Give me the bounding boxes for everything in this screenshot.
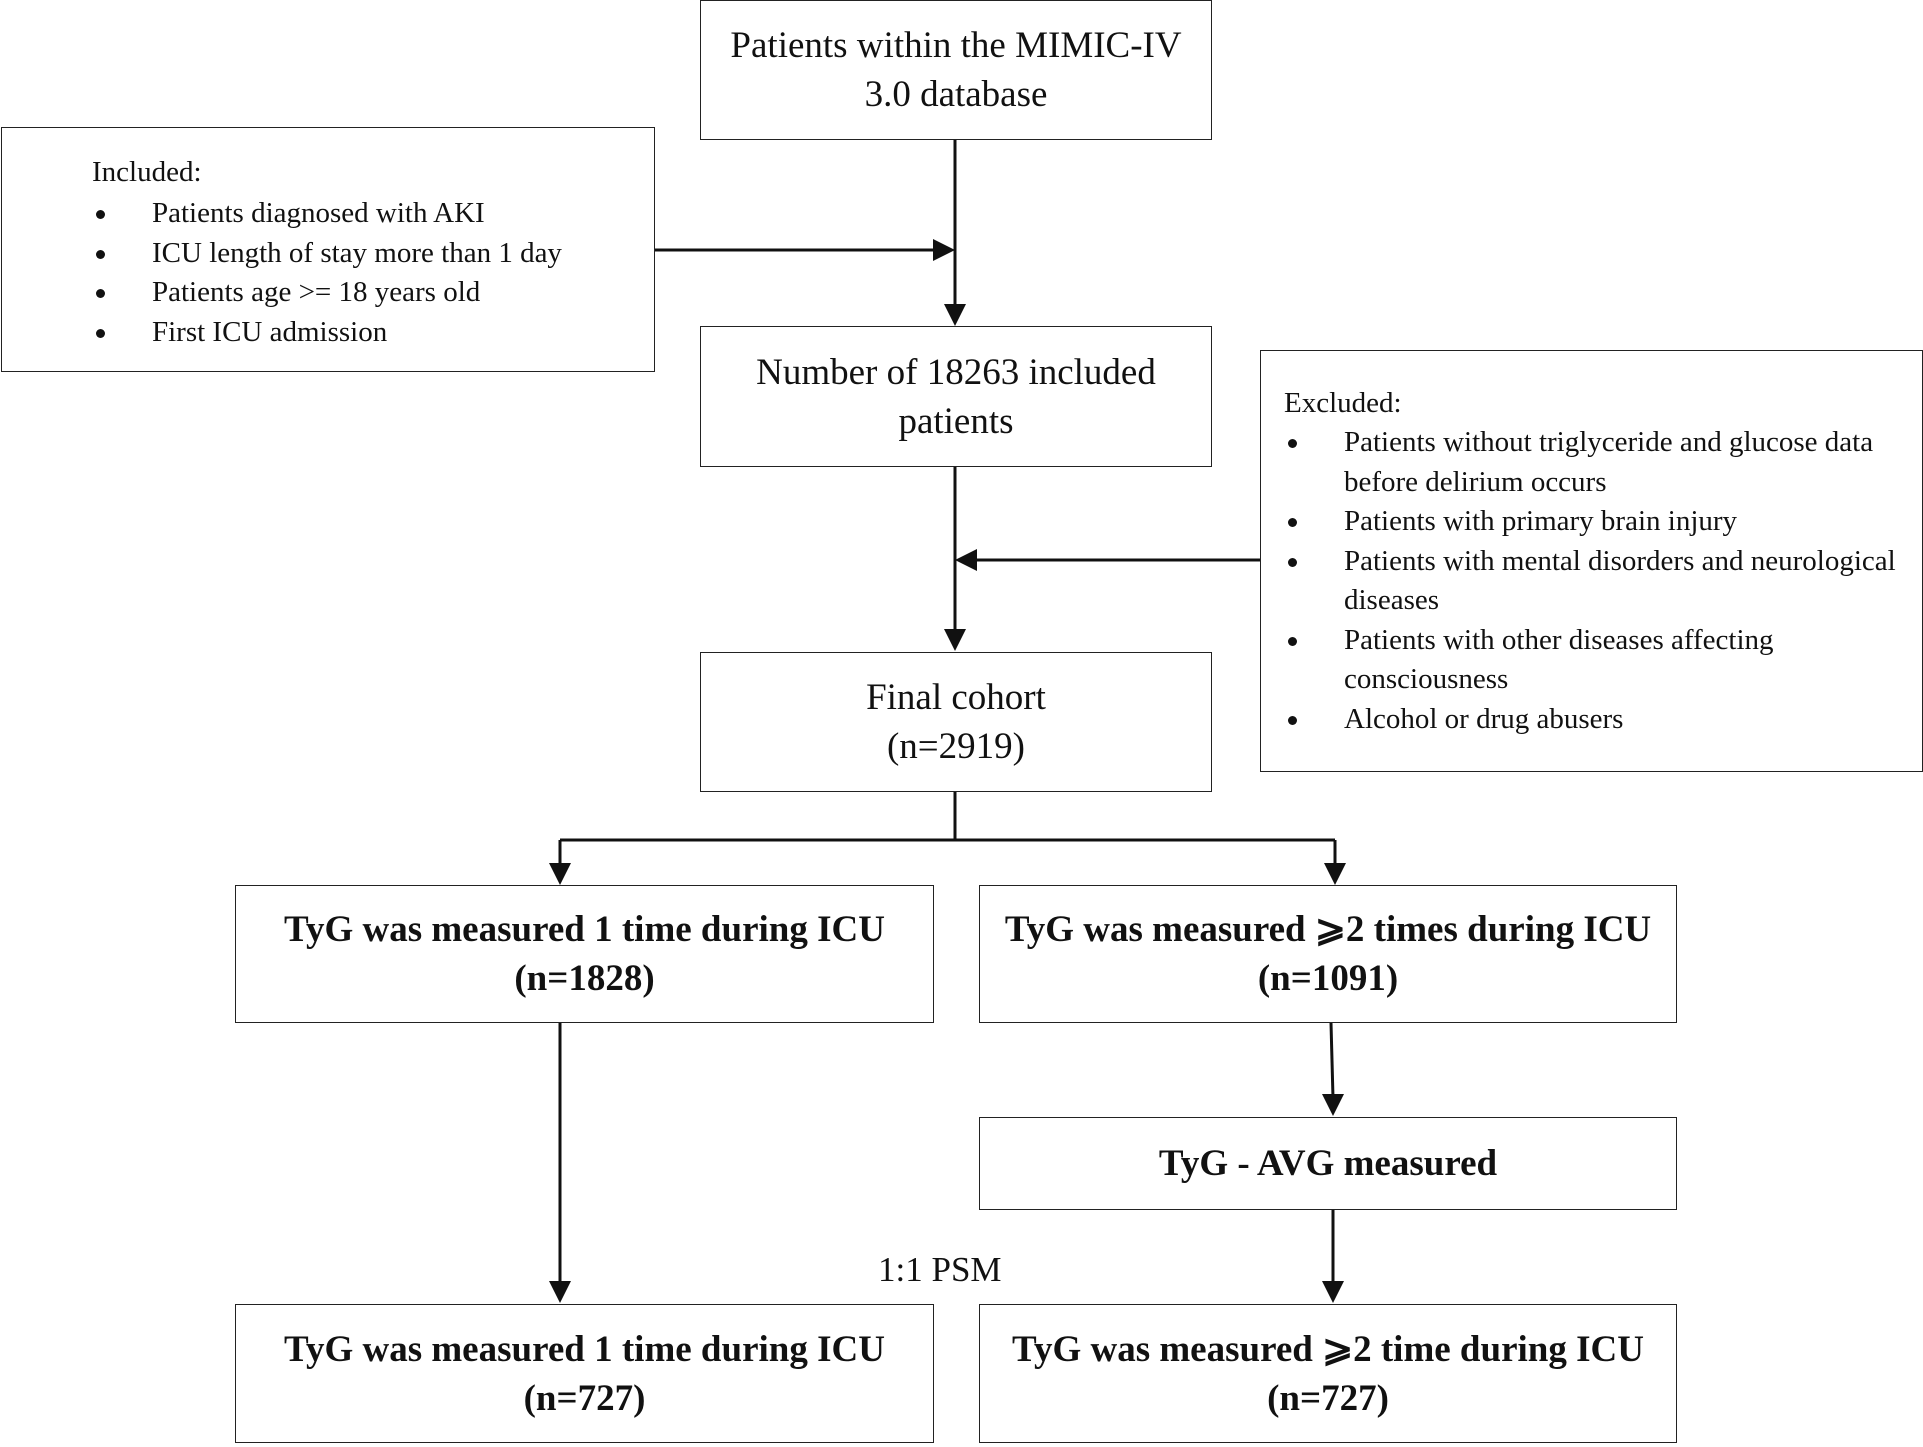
inclusion-criteria-box: Included: Patients diagnosed with AKI IC… — [1, 127, 655, 372]
exclusion-criteria-item: Patients without triglyceride and glucos… — [1284, 423, 1909, 502]
inclusion-criteria-text: Patients diagnosed with AKI — [152, 197, 485, 229]
exclusion-criteria-item: Alcohol or drug abusers — [1284, 700, 1909, 740]
bullet-icon — [1288, 439, 1297, 448]
arrowhead-down — [1324, 863, 1346, 885]
bullet-icon — [1288, 518, 1297, 527]
arrowhead-down — [1322, 1094, 1344, 1116]
inclusion-criteria-text: ICU length of stay more than 1 day — [152, 236, 562, 269]
one-time-matched-line1: TyG was measured 1 time during ICU — [284, 1328, 885, 1370]
exclusion-criteria-text: Alcohol or drug abusers — [1344, 702, 1624, 735]
one-time-group-node: TyG was measured 1 time during ICU (n=18… — [235, 885, 934, 1023]
exclusion-criteria-title: Excluded: — [1284, 387, 1402, 419]
psm-label: 1:1 PSM — [878, 1250, 1002, 1289]
inclusion-criteria-item: First ICU admission — [92, 313, 652, 353]
exclusion-criteria-box: Excluded: Patients without triglyceride … — [1260, 350, 1923, 772]
included-count-node: Number of 18263 included patients — [700, 326, 1212, 467]
exclusion-criteria-text: Patients with mental disorders and neuro… — [1344, 544, 1896, 617]
tyg-avg-node: TyG - AVG measured — [979, 1117, 1677, 1210]
exclusion-criteria-text: Patients with other diseases affecting c… — [1344, 623, 1774, 696]
arrowhead-down — [944, 629, 966, 651]
exclusion-criteria-item: Patients with primary brain injury — [1284, 502, 1909, 542]
included-count-line1: Number of 18263 included — [756, 351, 1156, 393]
inclusion-criteria-title: Included: — [92, 156, 202, 188]
arrowhead-down — [549, 1281, 571, 1303]
two-times-group-node: TyG was measured ⩾2 times during ICU (n=… — [979, 885, 1677, 1023]
one-time-matched-line2: (n=727) — [523, 1377, 646, 1419]
two-times-group-line1: TyG was measured ⩾2 times during ICU — [1004, 909, 1652, 950]
inclusion-criteria-text: First ICU admission — [152, 315, 388, 348]
two-times-group-line2: (n=1091) — [1257, 958, 1399, 999]
exclusion-criteria-item: Patients with other diseases affecting c… — [1284, 621, 1909, 700]
arrowhead-down — [944, 304, 966, 326]
bullet-icon — [96, 249, 105, 259]
arrowhead-left — [955, 549, 977, 571]
bullet-icon — [96, 210, 105, 219]
two-time-matched-line1: TyG was measured ⩾2 time during ICU — [1012, 1328, 1644, 1370]
bullet-icon — [96, 328, 105, 338]
start-node-line1: Patients within the MIMIC-IV — [730, 25, 1182, 66]
arrowhead-right — [933, 239, 955, 261]
bullet-icon — [96, 289, 105, 298]
inclusion-criteria-item: ICU length of stay more than 1 day — [92, 234, 652, 274]
inclusion-criteria-text: Patients age >= 18 years old — [152, 276, 481, 308]
one-time-group-line1: TyG was measured 1 time during ICU — [284, 909, 885, 950]
included-count-line2: patients — [898, 400, 1014, 442]
bullet-icon — [1288, 557, 1297, 567]
exclusion-criteria-list: Patients without triglyceride and glucos… — [1284, 423, 1909, 739]
one-time-matched-node: TyG was measured 1 time during ICU (n=72… — [235, 1304, 934, 1443]
inclusion-criteria-list: Patients diagnosed with AKI ICU length o… — [92, 194, 652, 352]
start-node-line2: 3.0 database — [864, 74, 1048, 115]
bullet-icon — [1288, 636, 1297, 646]
two-time-matched-line2: (n=727) — [1267, 1377, 1389, 1419]
final-cohort-line1: Final cohort — [866, 677, 1046, 718]
bullet-icon — [1288, 715, 1297, 725]
inclusion-criteria-item: Patients diagnosed with AKI — [92, 194, 652, 234]
exclusion-criteria-text: Patients with primary brain injury — [1344, 505, 1738, 537]
inclusion-criteria-item: Patients age >= 18 years old — [92, 273, 652, 313]
start-node: Patients within the MIMIC-IV 3.0 databas… — [700, 0, 1212, 140]
arrowhead-down — [549, 863, 571, 885]
final-cohort-line2: (n=2919) — [886, 726, 1025, 767]
one-time-group-line2: (n=1828) — [514, 958, 655, 999]
final-cohort-node: Final cohort (n=2919) — [700, 652, 1212, 792]
tyg-avg-line1: TyG - AVG measured — [1158, 1143, 1498, 1184]
exclusion-criteria-item: Patients with mental disorders and neuro… — [1284, 542, 1909, 621]
arrow-two-times-to-avg — [1329, 1022, 1335, 1099]
two-time-matched-node: TyG was measured ⩾2 time during ICU (n=7… — [979, 1304, 1677, 1443]
exclusion-criteria-text: Patients without triglyceride and glucos… — [1344, 426, 1874, 498]
arrowhead-down — [1322, 1281, 1344, 1303]
